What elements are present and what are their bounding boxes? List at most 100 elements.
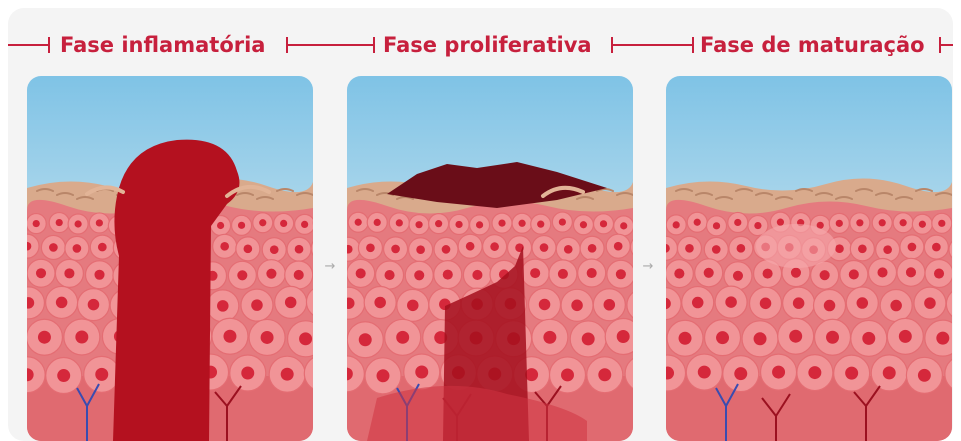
cell-nucleus [96, 219, 103, 226]
cell-nucleus [777, 219, 784, 226]
cell-nucleus [936, 332, 949, 345]
diagram-canvas: Fase inflamatória Fase proliferativa Fas… [8, 8, 953, 441]
cell-nucleus [679, 332, 692, 345]
header-tick [373, 37, 375, 53]
cell-nucleus [75, 331, 88, 344]
cell-nucleus [435, 220, 442, 227]
cell-nucleus [857, 297, 869, 309]
cell-nucleus [498, 219, 505, 226]
cell-nucleus [698, 366, 711, 379]
cell-nucleus [472, 270, 482, 280]
cell-nucleus [558, 269, 568, 279]
cell-nucleus [266, 269, 276, 279]
cell-nucleus [692, 297, 704, 309]
cell-nucleus [237, 270, 247, 280]
cell-nucleus [694, 219, 701, 226]
cell-nucleus [537, 221, 544, 228]
inflammatory-phase-illustration [27, 76, 313, 441]
cell-nucleus [374, 297, 386, 309]
cell-nucleus [890, 300, 902, 312]
cell-nucleus [614, 242, 623, 251]
cell-nucleus [217, 300, 229, 312]
cell-nucleus [490, 242, 499, 251]
cell-nucleus [251, 299, 263, 311]
cell-nucleus [559, 218, 566, 225]
arrow-icon: → [323, 260, 337, 274]
cell-nucleus [561, 368, 574, 381]
maturation-phase-illustration [666, 76, 952, 441]
cell-nucleus [826, 331, 839, 344]
cell-nucleus [564, 245, 573, 254]
proliferative-phase-illustration [347, 76, 633, 441]
cell-nucleus [285, 297, 297, 309]
cell-nucleus [73, 244, 82, 253]
cell-nucleus [543, 331, 556, 344]
cell-nucleus [883, 366, 896, 379]
cell-nucleus [301, 221, 308, 228]
cell-nucleus [56, 219, 63, 226]
cell-nucleus [259, 219, 266, 226]
cell-nucleus [820, 270, 830, 280]
cell-nucleus [908, 243, 917, 252]
cell-nucleus [789, 330, 802, 343]
new-cell-cluster [756, 224, 836, 268]
cell-nucleus [600, 220, 607, 227]
cell-nucleus [281, 368, 294, 381]
healed-skin-icon [666, 76, 952, 441]
cell-nucleus [414, 270, 424, 280]
cell-nucleus [849, 269, 859, 279]
cell-nucleus [754, 332, 767, 345]
cell-nucleus [760, 298, 772, 310]
cell-nucleus [836, 220, 843, 227]
arrow-icon: → [641, 260, 655, 274]
cell-nucleus [75, 220, 82, 227]
phase-header: Fase inflamatória Fase proliferativa Fas… [8, 30, 953, 60]
cell-nucleus [808, 366, 821, 379]
cell-nucleus [391, 245, 400, 254]
cell-nucleus [377, 369, 390, 382]
cell-nucleus [879, 219, 886, 226]
cell-nucleus [616, 269, 626, 279]
cell-nucleus [673, 221, 680, 228]
cell-nucleus [49, 243, 58, 252]
phase-title-maturation: Fase de maturação [700, 30, 925, 60]
cell-nucleus [294, 270, 304, 280]
cell-nucleus [270, 245, 279, 254]
cell-nucleus [932, 243, 941, 252]
cell-nucleus [712, 245, 721, 254]
cell-nucleus [793, 297, 805, 309]
cell-nucleus [540, 243, 549, 252]
scab-wound-icon [347, 76, 633, 441]
cell-nucleus [476, 221, 483, 228]
cell-nucleus [220, 242, 229, 251]
cell-nucleus [924, 297, 936, 309]
header-line [286, 44, 374, 46]
phase-title-inflammatory: Fase inflamatória [60, 30, 265, 60]
cell-nucleus [704, 268, 714, 278]
cell-nucleus [598, 368, 611, 381]
header-line [611, 44, 693, 46]
cell-nucleus [856, 219, 863, 226]
phase-title-proliferative: Fase proliferativa [383, 30, 592, 60]
cell-nucleus [64, 268, 74, 278]
cell-nucleus [772, 366, 785, 379]
open-wound-icon [27, 76, 313, 441]
cell-nucleus [442, 245, 451, 254]
cell-nucleus [845, 367, 858, 380]
header-tick [692, 37, 694, 53]
cell-nucleus [906, 267, 916, 277]
cell-nucleus [530, 268, 540, 278]
cell-nucleus [94, 270, 104, 280]
cell-nucleus [587, 268, 597, 278]
cell-nucleus [518, 220, 525, 227]
cell-nucleus [356, 268, 366, 278]
cell-nucleus [763, 269, 773, 279]
cell-nucleus [835, 244, 844, 253]
cell-nucleus [396, 219, 403, 226]
cell-nucleus [674, 269, 684, 279]
cell-nucleus [883, 245, 892, 254]
cell-nucleus [355, 219, 362, 226]
cell-nucleus [415, 366, 428, 379]
cell-nucleus [713, 222, 720, 229]
cell-nucleus [725, 296, 737, 308]
